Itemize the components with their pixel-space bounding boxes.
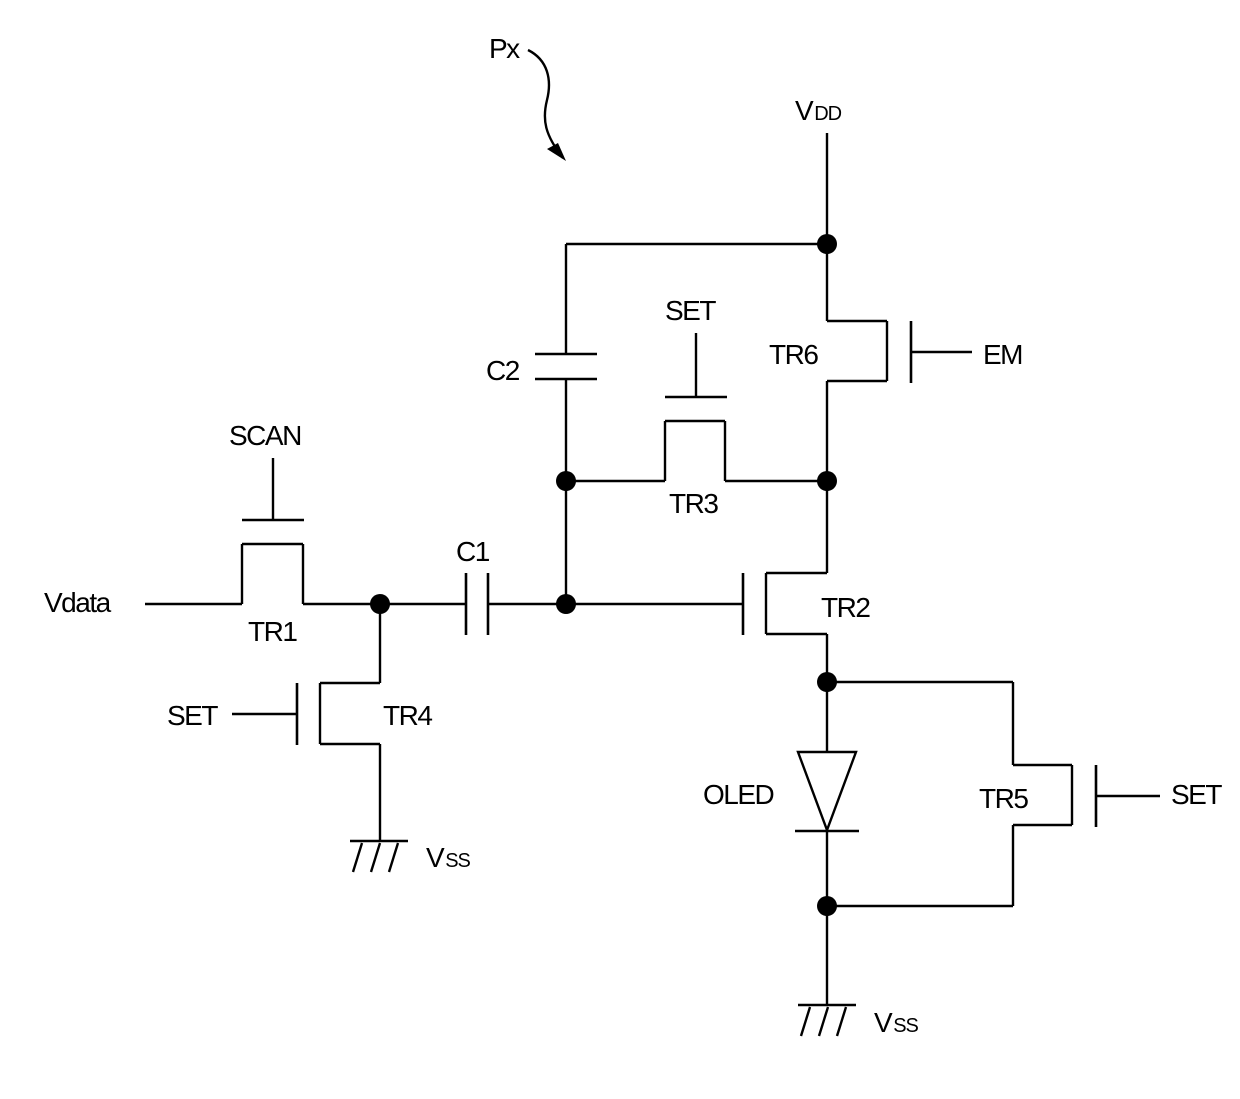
px-arrow bbox=[528, 50, 566, 161]
junction-tr3-tr6 bbox=[817, 471, 837, 491]
tr1-transistor bbox=[145, 458, 380, 604]
em-label: EM bbox=[983, 339, 1022, 370]
tr2-label: TR2 bbox=[821, 592, 870, 623]
c1-label: C1 bbox=[456, 536, 490, 567]
tr6-transistor bbox=[827, 244, 972, 481]
set-label-tr3: SET bbox=[665, 295, 716, 326]
tr1-label: TR1 bbox=[248, 616, 297, 647]
set-label-tr4: SET bbox=[167, 700, 218, 731]
junction-c1-gate bbox=[556, 594, 576, 614]
tr5-label: TR5 bbox=[979, 783, 1028, 814]
scan-label: SCAN bbox=[229, 420, 301, 451]
junction-c2-tr3 bbox=[556, 471, 576, 491]
vss-label-left: VSS bbox=[426, 842, 471, 873]
vdd-label: VDD bbox=[795, 95, 842, 126]
tr4-label: TR4 bbox=[383, 700, 432, 731]
junction-tr2-oled bbox=[817, 672, 837, 692]
oled-diode bbox=[795, 682, 859, 1005]
junction-vdd bbox=[817, 234, 837, 254]
tr6-label: TR6 bbox=[769, 339, 818, 370]
vss-label-right: VSS bbox=[874, 1007, 919, 1038]
junction-tr1-tr4 bbox=[370, 594, 390, 614]
vss-ground-left bbox=[350, 841, 408, 872]
px-label: Px bbox=[489, 33, 520, 64]
tr3-label: TR3 bbox=[669, 488, 718, 519]
oled-label: OLED bbox=[703, 779, 774, 810]
c2-capacitor bbox=[535, 244, 597, 604]
vss-ground-right bbox=[798, 1005, 856, 1036]
c1-capacitor bbox=[380, 573, 566, 635]
c2-label: C2 bbox=[486, 355, 520, 386]
junction-oled-vss bbox=[817, 896, 837, 916]
vdd-rail bbox=[566, 133, 827, 244]
set-label-tr5: SET bbox=[1171, 779, 1222, 810]
vdata-label: Vdata bbox=[44, 587, 112, 618]
